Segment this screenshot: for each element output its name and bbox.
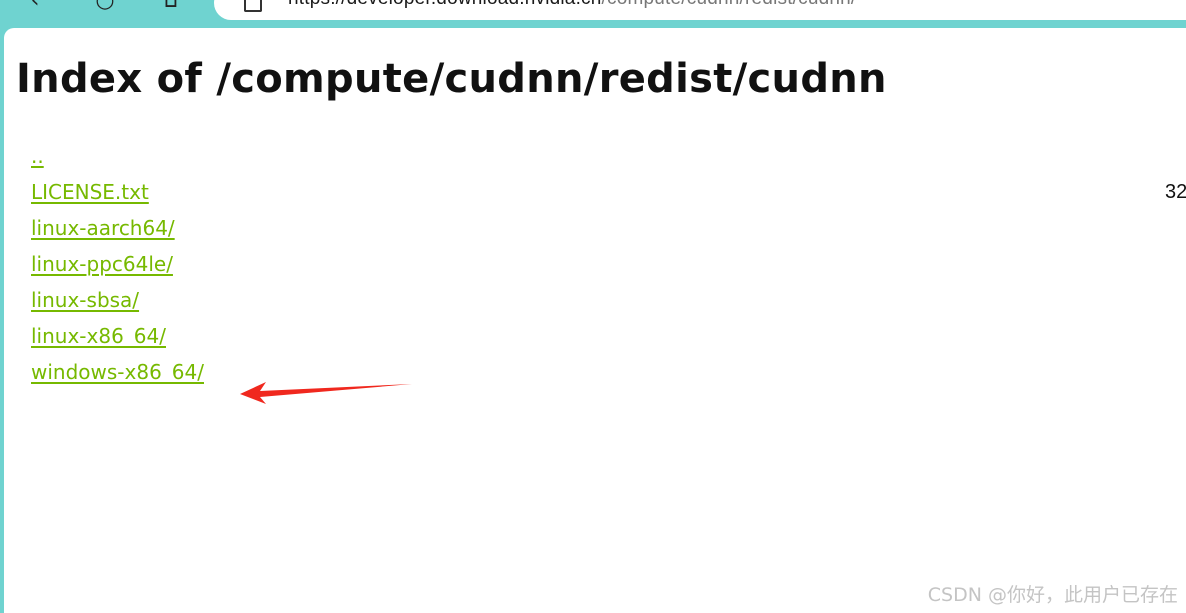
reload-icon[interactable]: ○ xyxy=(95,0,115,13)
browser-toolbar: ‹ ○ ⌂ https://developer.download.nvidia.… xyxy=(0,0,1186,28)
folder-link-linux-x86-64[interactable]: linux-x86_64/ xyxy=(31,324,166,348)
page-title: Index of /compute/cudnn/redist/cudnn xyxy=(16,56,887,102)
site-info-icon[interactable] xyxy=(244,0,262,12)
list-item: linux-aarch64/ xyxy=(31,210,1186,246)
home-icon[interactable]: ⌂ xyxy=(164,0,178,13)
list-item: linux-ppc64le/ xyxy=(31,246,1186,282)
file-size: 32 xyxy=(1165,181,1186,203)
folder-link-linux-ppc64le[interactable]: linux-ppc64le/ xyxy=(31,252,173,276)
arrow-shape xyxy=(240,382,412,404)
list-item: linux-x86_64/ xyxy=(31,318,1186,354)
url-text[interactable]: https://developer.download.nvidia.cn/com… xyxy=(288,0,856,10)
red-arrow-annotation-icon xyxy=(240,382,412,404)
directory-listing: .. LICENSE.txt 32 linux-aarch64/ linux-p… xyxy=(31,138,1186,390)
address-bar[interactable]: https://developer.download.nvidia.cn/com… xyxy=(214,0,1186,20)
folder-link-linux-aarch64[interactable]: linux-aarch64/ xyxy=(31,216,175,240)
watermark: CSDN @你好，此用户已存在 xyxy=(927,584,1178,606)
license-file-link[interactable]: LICENSE.txt xyxy=(31,180,149,204)
back-arrow-icon[interactable]: ‹ xyxy=(30,0,40,13)
list-item: linux-sbsa/ xyxy=(31,282,1186,318)
folder-link-windows-x86-64[interactable]: windows-x86_64/ xyxy=(31,360,204,384)
folder-link-linux-sbsa[interactable]: linux-sbsa/ xyxy=(31,288,140,312)
url-host: https://developer.download.nvidia.cn xyxy=(288,0,602,9)
page-content: Index of /compute/cudnn/redist/cudnn .. … xyxy=(4,28,1186,613)
list-item: windows-x86_64/ xyxy=(31,354,1186,390)
url-path: /compute/cudnn/redist/cudnn/ xyxy=(602,0,857,9)
list-item: .. xyxy=(31,138,1186,174)
parent-directory-link[interactable]: .. xyxy=(31,144,44,168)
list-item: LICENSE.txt 32 xyxy=(31,174,1186,210)
